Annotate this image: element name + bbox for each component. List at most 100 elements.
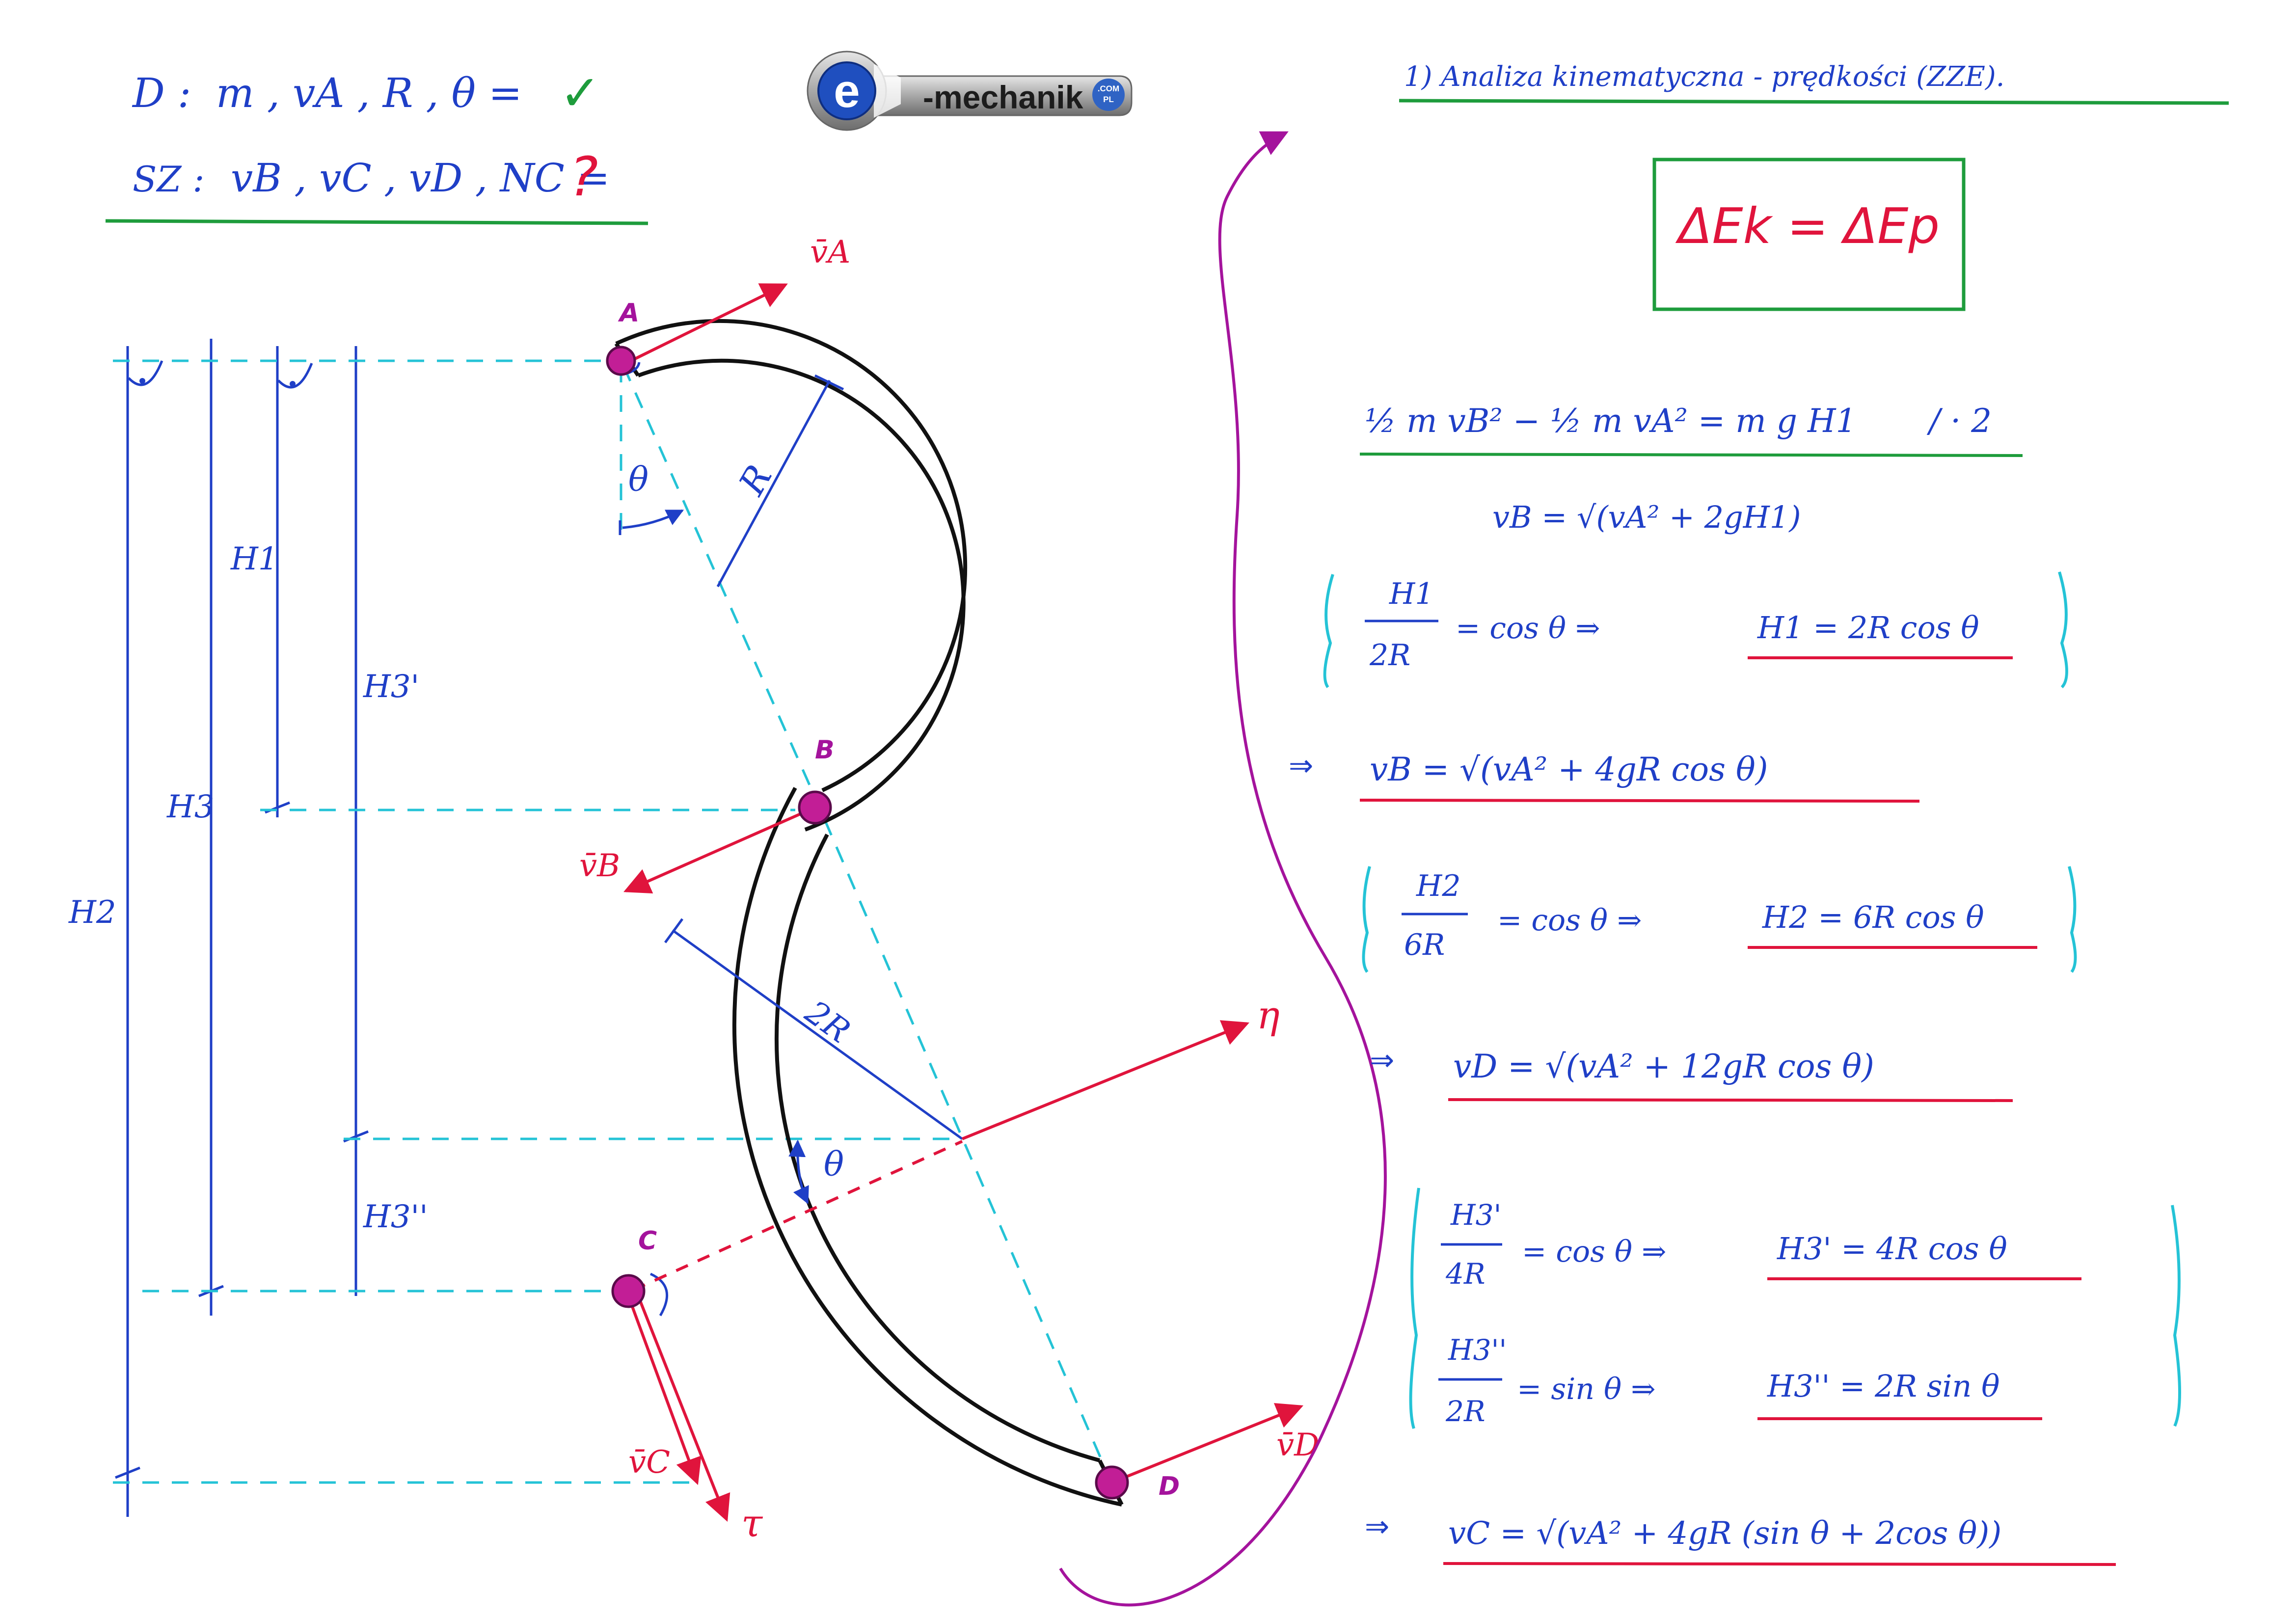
logo-badge-top: .COM [1097,84,1120,93]
label-va: v̄A [810,234,850,270]
h3p-frac-den: 4R [1445,1257,1486,1291]
label-vb: v̄B [579,848,620,884]
label-vc: v̄C [628,1444,670,1481]
sought-items: vB , vC , vD , NC = [231,155,610,201]
vc-arrow: ⇒ [1365,1510,1389,1544]
given-prefix: D : [132,70,191,117]
axis-eta [961,1020,1250,1140]
point-c [611,1274,646,1308]
vector-va [625,283,788,365]
h3p-frac-num: H3' [1450,1198,1501,1232]
vector-vb [623,806,816,894]
logo-text: -mechanik [923,79,1083,115]
label-point-b: B [815,735,835,765]
angle-arc-a [622,509,684,529]
label-angle-center: θ [824,1145,844,1184]
h3pp-frac-num: H3'' [1448,1333,1507,1367]
height-labels: H1 H3' H3 H2 H3'' [68,541,428,1235]
h3-relations: H3' 4R = cos θ ⇒ H3' = 4R cos θ H3'' 2R … [1409,1187,2181,1429]
label-h2: H2 [68,894,116,931]
h2-relation: H2 6R = cos θ ⇒ H2 = 6R cos θ [1362,866,2077,973]
h1-frac-den: 2R [1369,638,1410,673]
axis-tau [637,1295,730,1522]
h1-relation: H1 2R = cos θ ⇒ H1 = 2R cos θ [1323,571,2068,689]
analysis-block: 1) Analiza kinematyczna - prędkości (ZZE… [1289,61,2229,1566]
principle-text: ΔEk = ΔEp [1675,197,1940,255]
track-lower-inner [774,834,1101,1462]
label-point-a: A [618,298,639,328]
given-underline [105,219,648,225]
label-radius-2r: 2R [798,993,857,1051]
eq-energy-underline [1359,453,2023,457]
right-angle-dot-1 [139,378,145,384]
vc-result: vC = √(vA² + 4gR (sin θ + 2cos θ)) [1448,1515,2001,1552]
h1-result: H1 = 2R cos θ [1757,610,1979,646]
h2-brace-left [1362,866,1371,973]
h2-frac-den: 6R [1404,928,1445,962]
radius-lines [619,362,963,1317]
point-b [798,790,832,825]
h3pp-result: H3'' = 2R sin θ [1767,1368,1999,1404]
flow-arrow-curve [1059,131,1387,1607]
analysis-title-underline [1399,99,2229,105]
h2-result: H2 = 6R cos θ [1762,899,1984,935]
point-d [1095,1465,1129,1500]
height-dimensions [115,339,369,1517]
vb-arrow: ⇒ [1289,749,1313,783]
sought-question: ? [569,145,598,208]
label-h1: H1 [230,541,278,577]
radius-2r [672,929,963,1140]
logo-letter: e [834,65,860,117]
vector-vc [627,1295,702,1485]
label-point-c: C [638,1226,657,1256]
label-vd: v̄D [1276,1427,1319,1463]
wrench-icon: e [807,51,1133,131]
label-h3: H3 [166,789,215,825]
h3pp-relation-text: = sin θ ⇒ [1517,1372,1656,1406]
vd-result: vD = √(vA² + 12gR cos θ) [1453,1048,1874,1085]
given-block: D : m , vA , R , θ = ✓ SZ : vB , vC , vD… [105,64,648,225]
vectors [623,283,1304,1522]
label-angle-a: θ [628,460,648,499]
vector-labels: v̄A v̄B v̄C v̄D η τ [579,234,1319,1546]
vd-arrow: ⇒ [1370,1043,1394,1078]
label-tau: τ [741,1502,763,1546]
angle-arc-center [788,1139,809,1205]
radius-r [716,379,831,588]
h1-brace-left [1323,574,1334,688]
point-labels: A B C D [618,298,1180,1501]
h1-relation-text: = cos θ ⇒ [1456,611,1600,646]
track-lower-outer [732,787,1122,1507]
logo-badge-bottom: PL [1103,95,1114,104]
tick-1 [115,1466,140,1479]
h3p-result: H3' = 4R cos θ [1777,1231,2007,1267]
h1-brace-right [2058,571,2068,689]
vb-result-underline [1359,799,1920,803]
h3pp-frac-den: 2R [1445,1395,1486,1428]
eq-energy-side: / · 2 [1926,402,1992,440]
e-mechanik-logo: e -mechanik .COM PL [800,49,1134,133]
analysis-title: 1) Analiza kinematyczna - prędkości (ZZE… [1404,61,2004,93]
principle-box [1652,158,1966,311]
right-angle-dot-2 [290,381,296,387]
h2-relation-text: = cos θ ⇒ [1497,903,1642,938]
h3p-relation-text: = cos θ ⇒ [1522,1235,1666,1269]
right-angle-mark-2 [277,363,313,389]
reference-lines [113,359,1108,1484]
vector-vd [1111,1403,1304,1484]
label-point-d: D [1159,1472,1180,1501]
angle-arc-c [649,1272,669,1317]
eq-energy: ½ m vB² − ½ m vA² = m g H1 [1365,402,1857,440]
h3-brace-right [2171,1205,2181,1427]
radius-r-cap [814,374,844,391]
ref-diameter-bd [823,819,1108,1473]
logo-badge: .COM PL [1092,79,1125,111]
sought-prefix: SZ : [133,159,205,200]
right-angle-mark-1 [128,360,163,386]
vb-result: vB = √(vA² + 4gR cos θ) [1370,751,1768,788]
given-check: ✓ [560,64,601,122]
h2-frac-num: H2 [1416,869,1461,903]
label-radius-r: R [730,458,780,503]
h2-brace-right [2068,866,2077,973]
